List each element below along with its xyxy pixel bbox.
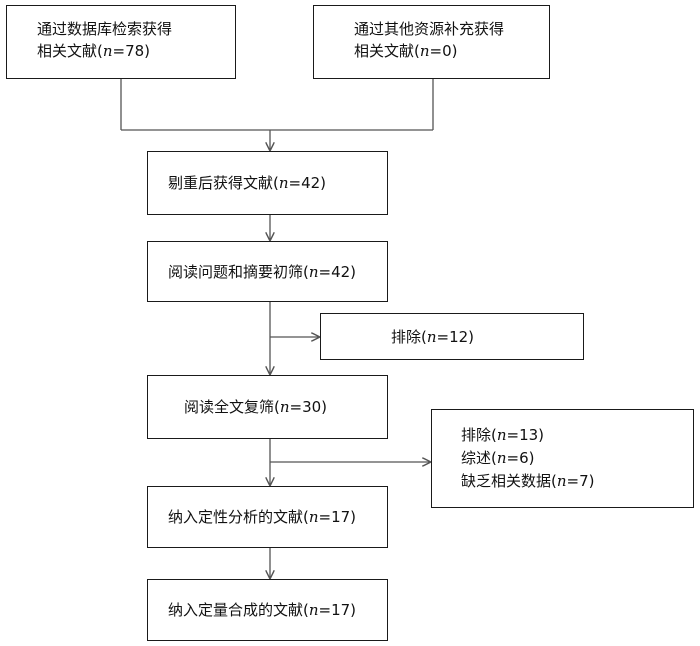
box-line: 相关文献(n=0) bbox=[354, 42, 458, 60]
box-line: 纳入定量合成的文献(n=17) bbox=[168, 601, 357, 619]
box-line: 剔重后获得文献(n=42) bbox=[168, 174, 327, 192]
box-fulltext-screening: 阅读全文复筛(n=30) bbox=[147, 375, 388, 439]
box-line: 阅读问题和摘要初筛(n=42) bbox=[168, 262, 357, 281]
box-line: 综述(n=6) bbox=[461, 449, 535, 467]
box-line: 排除(n=13) bbox=[461, 426, 545, 444]
box-line: 相关文献(n=78) bbox=[37, 42, 151, 60]
box-line: 通过其他资源补充获得 bbox=[354, 20, 505, 38]
box-excluded-second: 排除(n=13) 综述(n=6) 缺乏相关数据(n=7) bbox=[431, 409, 694, 508]
box-line: 通过数据库检索获得 bbox=[37, 20, 173, 38]
box-line: 排除(n=12) bbox=[391, 327, 475, 346]
box-line: 缺乏相关数据(n=7) bbox=[461, 472, 595, 490]
box-deduplicated: 剔重后获得文献(n=42) bbox=[147, 151, 388, 215]
box-other-sources: 通过其他资源补充获得 相关文献(n=0) bbox=[313, 5, 550, 79]
box-qualitative-analysis: 纳入定性分析的文献(n=17) bbox=[147, 486, 388, 548]
box-line: 阅读全文复筛(n=30) bbox=[184, 398, 328, 416]
box-abstract-screening: 阅读问题和摘要初筛(n=42) bbox=[147, 241, 388, 302]
box-database-search: 通过数据库检索获得 相关文献(n=78) bbox=[6, 5, 236, 79]
box-quantitative-synthesis: 纳入定量合成的文献(n=17) bbox=[147, 579, 388, 641]
box-line: 纳入定性分析的文献(n=17) bbox=[168, 508, 357, 526]
box-excluded-first: 排除(n=12) bbox=[320, 313, 584, 360]
